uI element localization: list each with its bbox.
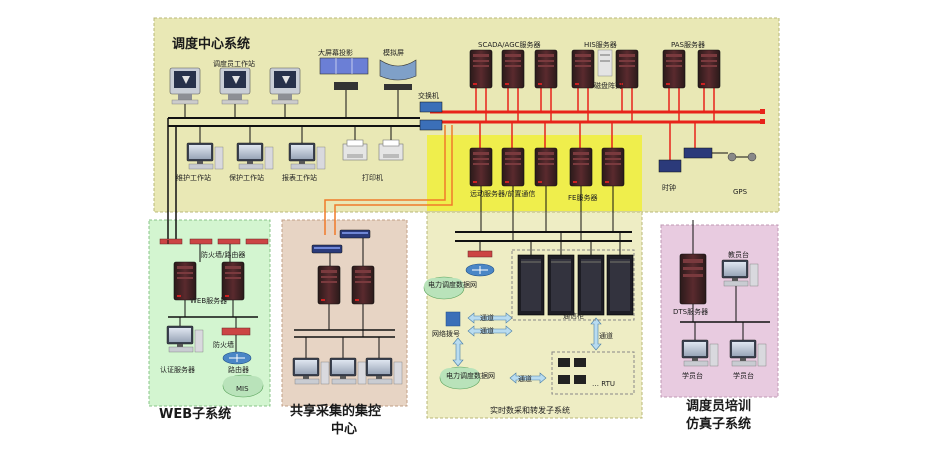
remote-server-label: 远动服务器/前置通信 [470, 189, 535, 198]
analog-screen [379, 59, 417, 118]
gps-label: GPS [733, 188, 748, 196]
link3-label: 通道 [518, 374, 532, 383]
shared-title-line2: 中心 [331, 421, 357, 437]
auth-server-label: 认证服务器 [160, 365, 195, 374]
lower-workstations [186, 126, 326, 170]
clock-label: 时钟 [662, 183, 676, 192]
web-firewall [221, 317, 264, 398]
dispatch-center-title: 调度中心系统 [172, 36, 250, 52]
dispatcher-workstations [169, 67, 301, 118]
core-switches [419, 101, 443, 131]
link4-label: 通道 [599, 331, 613, 340]
link-arrows [452, 312, 602, 384]
network1-label: 电力调度数据网 [428, 280, 477, 289]
printer-label: 打印机 [362, 173, 383, 182]
his-label: HIS服务器 [584, 40, 617, 49]
scada-agc-servers [469, 49, 558, 89]
training-region [660, 224, 779, 398]
rtu-label: … RTU [592, 380, 615, 388]
protect-ws-label: 保护工作站 [229, 173, 264, 182]
clock-router-devices [658, 147, 757, 173]
comm-unit-label: 通信柜 [563, 311, 584, 320]
link1-label: 通道 [480, 313, 494, 322]
maint-ws-label: 维护工作站 [176, 173, 211, 182]
pas-label: PAS服务器 [671, 40, 705, 49]
network2-label: 电力调度数据网 [446, 371, 495, 380]
shared-title-line1: 共享采集的集控 [290, 403, 381, 419]
his-servers [571, 49, 639, 89]
web-firewall-routers [159, 238, 269, 262]
student1-label: 学员台 [682, 371, 703, 380]
web-servers [168, 261, 258, 318]
printers [342, 126, 404, 161]
front-end-servers [469, 147, 625, 241]
scada-agc-label: SCADA/AGC服务器 [478, 40, 541, 49]
orange-links [324, 125, 453, 235]
web-auth-pc [166, 317, 204, 353]
dial-network-icon [445, 311, 461, 327]
black-bus-realtime [455, 231, 632, 242]
disk-array-label: 磁盘阵列 [594, 81, 622, 90]
web-firewall-label: 防火墙 [213, 340, 234, 349]
training-title-line1: 调度员培训 [686, 398, 751, 414]
web-router-firewall-label: 防火墙/路由器 [201, 250, 245, 259]
black-bus-dispatch [167, 117, 420, 240]
dial-network-label: 网络拨号 [432, 329, 460, 338]
big-screen-label: 大屏幕投影 [318, 48, 353, 57]
web-title: WEB子系统 [159, 406, 231, 422]
switch-label: 交换机 [418, 91, 439, 100]
training-devices [679, 220, 770, 367]
rtu-group [551, 351, 635, 395]
link2-label: 通道 [480, 326, 494, 335]
dispatcher-ws-label: 调度员工作站 [213, 59, 255, 68]
shared-devices [292, 229, 403, 385]
realtime-title: 实时数采和转发子系统 [490, 405, 570, 415]
red-drops [475, 88, 715, 160]
web-region [148, 219, 271, 407]
big-screen [319, 57, 369, 118]
student2-label: 学员台 [733, 371, 754, 380]
realtime-router [465, 241, 495, 277]
analog-screen-label: 模拟屏 [383, 48, 404, 57]
report-ws-label: 报表工作站 [282, 173, 317, 182]
fe-server-label: FE服务器 [568, 193, 597, 202]
mis-label: MIS [236, 385, 249, 393]
teacher-label: 教员台 [728, 250, 749, 259]
dts-server-label: DTS服务器 [673, 307, 708, 316]
web-router-label: 路由器 [228, 365, 249, 374]
web-server-label: WEB服务器 [190, 296, 227, 305]
training-title-line2: 仿真子系统 [686, 416, 751, 432]
comm-unit [511, 232, 635, 321]
